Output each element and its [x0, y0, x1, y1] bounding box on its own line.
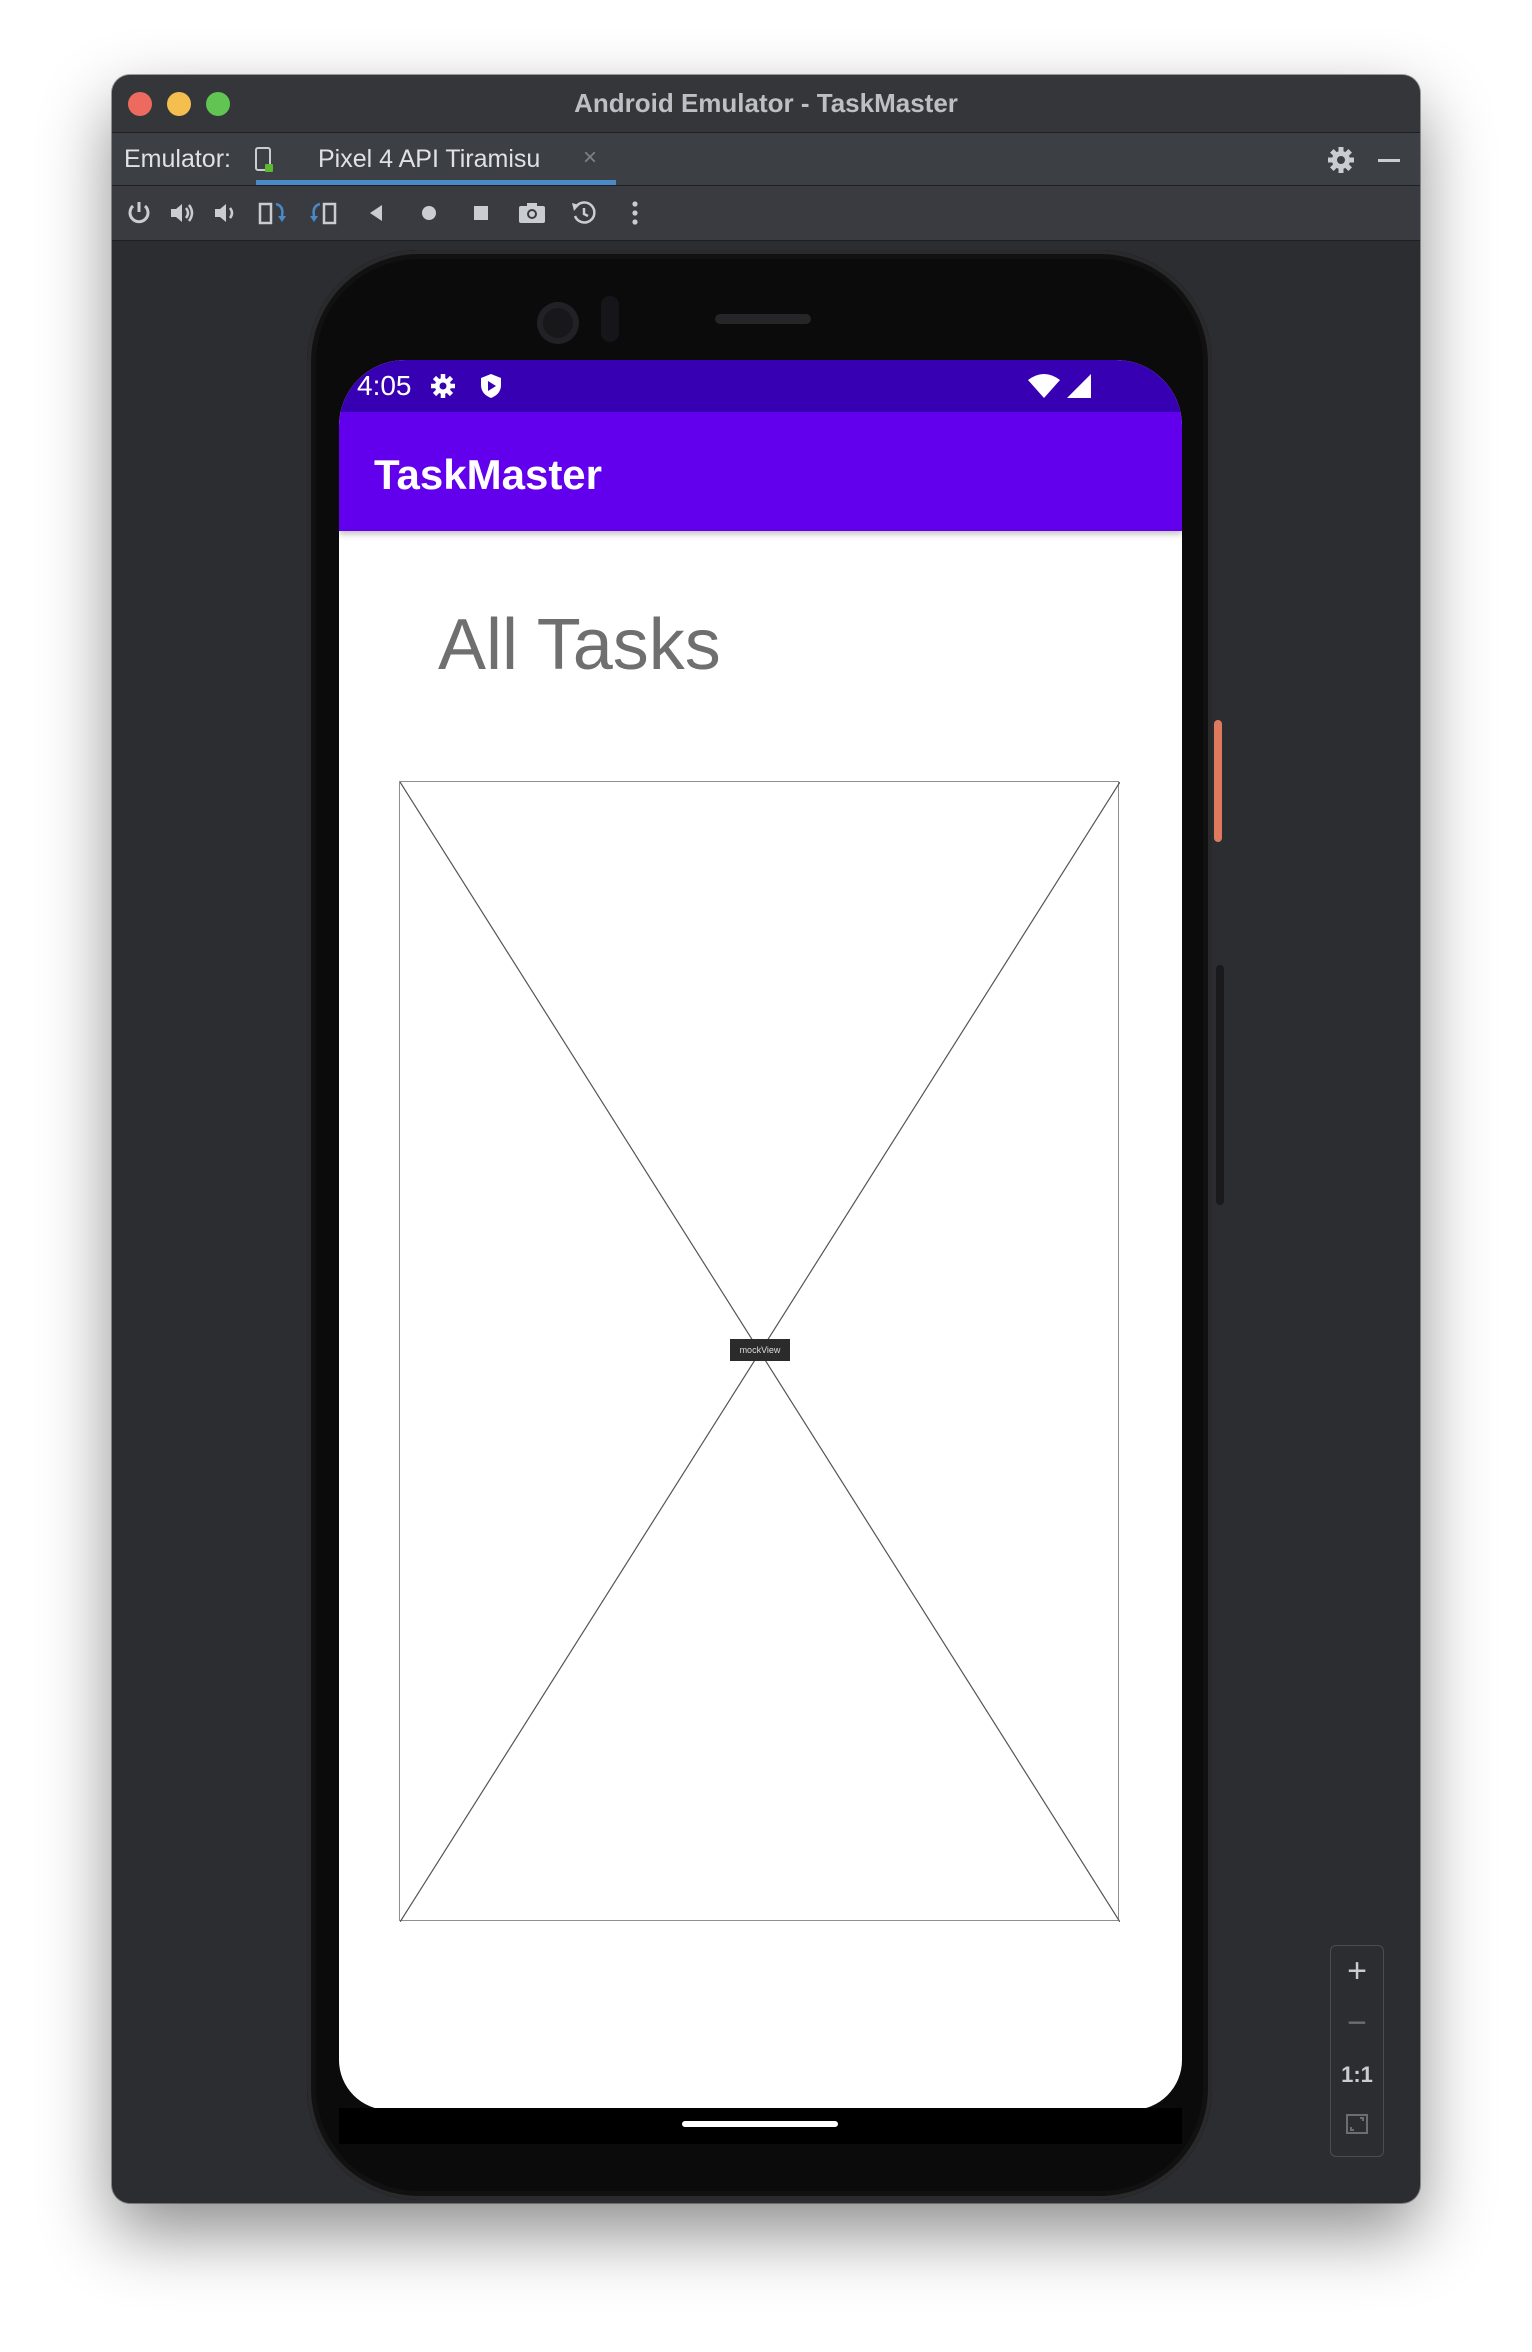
active-tab-indicator — [256, 180, 616, 185]
mock-view-placeholder: mockView — [399, 781, 1120, 1922]
volume-up-icon[interactable] — [165, 196, 199, 230]
close-tab-icon[interactable]: × — [582, 144, 597, 171]
emulator-toolbar — [112, 186, 1420, 241]
proximity-sensor — [601, 296, 619, 342]
zoom-panel: + − 1:1 — [1330, 1945, 1384, 2157]
tab-bar: Emulator: Pixel 4 API Tiramisu × — [112, 133, 1420, 186]
front-camera-icon — [537, 302, 579, 344]
zoom-in-button[interactable]: + — [1347, 1952, 1367, 1990]
mock-view-label: mockView — [730, 1339, 790, 1361]
home-gesture-handle[interactable] — [682, 2121, 838, 2127]
status-bar: 4:05 — [339, 360, 1182, 412]
fit-screen-icon[interactable] — [1345, 2112, 1369, 2136]
back-icon[interactable] — [360, 196, 394, 230]
home-icon[interactable] — [412, 196, 446, 230]
camera-icon[interactable] — [515, 196, 549, 230]
window-title: Android Emulator - TaskMaster — [574, 88, 958, 118]
title-bar: Android Emulator - TaskMaster — [112, 75, 1420, 133]
app-title: TaskMaster — [374, 451, 603, 498]
power-side-button[interactable] — [1214, 720, 1222, 842]
rotate-right-icon[interactable] — [306, 196, 340, 230]
tab-device-label: Pixel 4 API Tiramisu — [318, 145, 541, 173]
maximize-window-button[interactable] — [206, 92, 230, 116]
status-time: 4:05 — [357, 370, 412, 401]
close-window-button[interactable] — [128, 92, 152, 116]
app-bar: TaskMaster — [339, 412, 1182, 531]
wifi-icon — [1028, 374, 1060, 398]
volume-side-button[interactable] — [1216, 965, 1224, 1205]
volume-down-icon[interactable] — [208, 196, 242, 230]
all-tasks-heading: All Tasks — [438, 605, 721, 685]
minimize-window-button[interactable] — [167, 92, 191, 116]
actual-size-button[interactable]: 1:1 — [1341, 2062, 1373, 2087]
device-screen[interactable]: 4:05 TaskMaster All Tasks — [339, 360, 1182, 2110]
zoom-out-button[interactable]: − — [1347, 2004, 1367, 2042]
emulator-label: Emulator: — [124, 145, 231, 173]
more-icon[interactable] — [618, 196, 652, 230]
shield-play-icon — [481, 374, 501, 398]
gear-icon[interactable] — [1326, 145, 1356, 175]
settings-gear-icon — [431, 374, 455, 398]
phone-device-icon — [255, 147, 273, 172]
power-icon[interactable] — [122, 196, 156, 230]
minimize-panel-icon[interactable] — [1374, 145, 1404, 175]
rotate-left-icon[interactable] — [256, 196, 290, 230]
snapshot-icon[interactable] — [567, 196, 601, 230]
overview-icon[interactable] — [464, 196, 498, 230]
earpiece-speaker — [715, 314, 811, 324]
signal-icon — [1067, 374, 1091, 398]
